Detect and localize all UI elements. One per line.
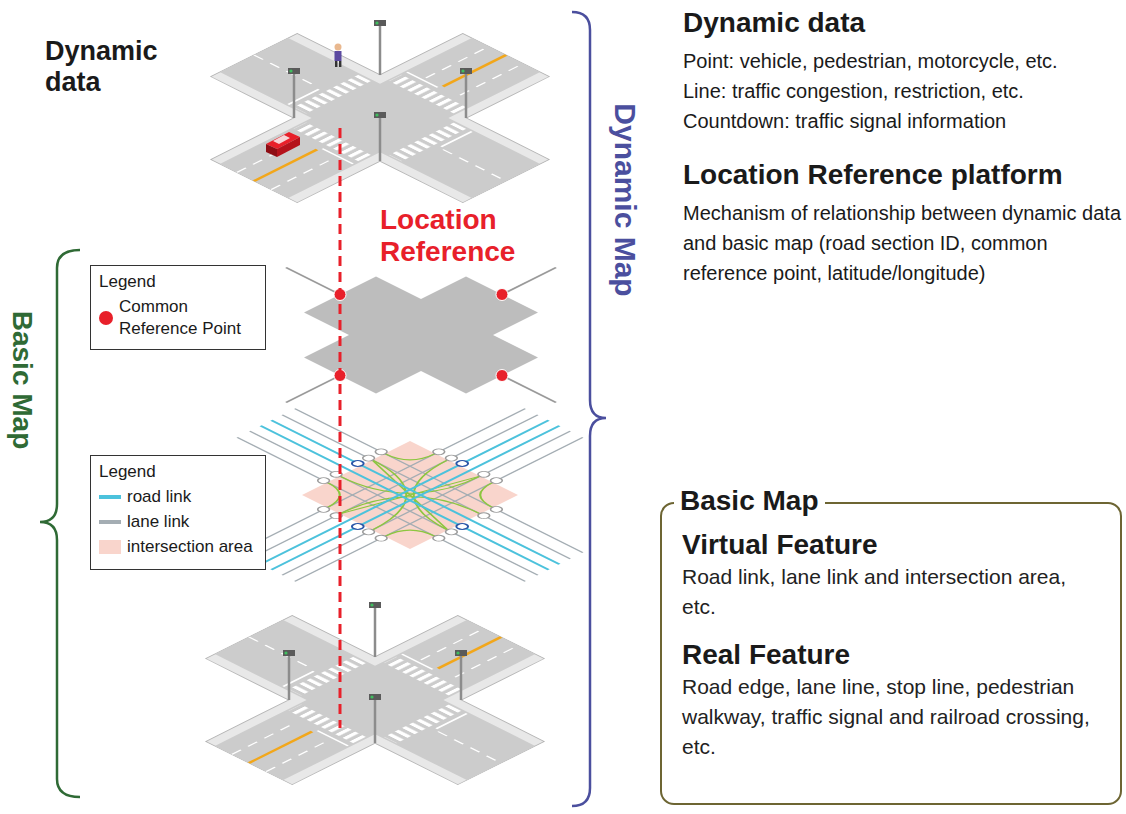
bracket-label: Basic Map [6,311,38,450]
layer-label: Dynamic data [45,36,195,98]
legend-row: road link [99,486,257,508]
vehicle-icon [266,132,300,157]
legend-title: Legend [99,461,257,483]
location-reference-line [339,128,342,728]
legend-swatch [99,520,121,524]
description-text: Point: vehicle, pedestrian, motorcycle, … [683,46,1123,76]
basic-map-bracket [40,250,80,797]
legend-row: Common Reference Point [99,296,257,340]
lane-node [287,433,534,556]
feature-heading: Virtual Feature [682,528,1104,562]
basic-map-panel: Basic MapVirtual FeatureRoad link, lane … [660,502,1122,805]
signal-poles [288,20,472,161]
section-heading: Location Reference platform [683,158,1123,192]
common-reference-point [334,289,508,382]
legend-text: intersection area [127,536,253,558]
legend-row: lane link [99,511,257,533]
legend-row: intersection area [99,536,257,558]
pedestrian-icon [335,44,342,68]
legend-box: Legend road link lane link intersection are… [90,455,266,570]
intersection-area [302,441,518,549]
turn-link [302,441,518,549]
legend-text: road link [127,486,191,508]
section-heading: Dynamic data [683,6,1123,40]
legend-text: Common Reference Point [119,296,257,340]
description-text: Line: traffic congestion, restriction, e… [683,76,1123,106]
text-column: Dynamic dataPoint: vehicle, pedestrian, … [683,6,1123,288]
panel-heading: Basic Map [674,484,825,518]
bracket-label: Dynamic Map [607,103,641,296]
feature-description: Road link, lane link and intersection ar… [682,562,1104,622]
legend-swatch [99,311,113,325]
legend-text: lane link [127,511,189,533]
legend-swatch [99,540,121,554]
feature-description: Road edge, lane line, stop line, pedestr… [682,672,1104,762]
road-node [287,433,534,556]
signal-poles [283,602,467,743]
legend-swatch [99,495,121,499]
intersection-illustration [123,574,627,814]
plate [259,254,583,416]
dynamic-map-bracket [572,12,606,806]
description-text: Countdown: traffic signal information [683,106,1123,136]
legend-title: Legend [99,271,257,293]
description-text: Mechanism of relationship between dynami… [683,198,1123,288]
feature-heading: Real Feature [682,638,1104,672]
layer-label: Location Reference [380,204,530,268]
legend-box: LegendCommon Reference Point [90,265,266,350]
